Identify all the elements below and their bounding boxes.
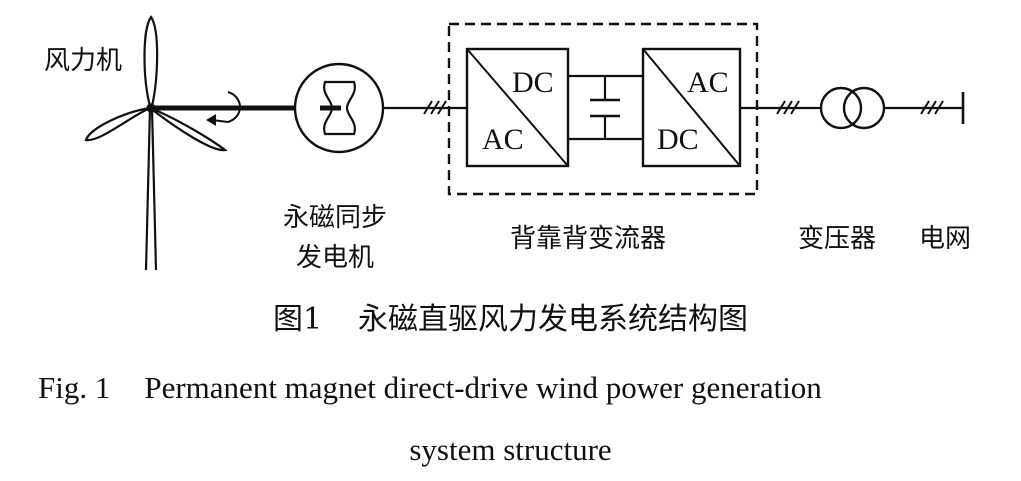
generator-label-line2: 发电机: [296, 243, 375, 273]
turbine-tower-left: [144, 107, 152, 271]
caption-en-number: Fig. 1: [38, 370, 111, 405]
inverter-ac-label: AC: [687, 66, 729, 99]
turbine-tower-right: [150, 107, 158, 271]
rotation-arrow-icon: [211, 91, 241, 124]
caption-cn-title: 永磁直驱风力发电系统结构图: [358, 302, 749, 337]
converter-label: 背靠背变流器: [510, 224, 667, 254]
caption-en-title-line1: Permanent magnet direct-drive wind power…: [144, 370, 822, 405]
transformer-icon: [819, 86, 886, 130]
grid-label: 电网: [919, 224, 972, 254]
rectifier-dc-label: DC: [512, 66, 554, 99]
transformer-label: 变压器: [798, 224, 877, 254]
rotation-arrowhead-icon: [206, 114, 216, 126]
turbine-blade-right: [149, 106, 228, 152]
rectifier-ac-label: AC: [482, 123, 524, 156]
inverter-dc-label: DC: [657, 123, 699, 156]
rectifier-block: DC AC: [465, 47, 570, 168]
system-diagram: DC AC AC DC: [84, 15, 965, 271]
three-phase-marker-2: [776, 100, 800, 115]
dc-link-capacitor-icon: [590, 98, 620, 118]
wind-turbine: [84, 15, 228, 271]
generator-label-line1: 永磁同步: [283, 203, 388, 233]
caption-chinese: 图1 永磁直驱风力发电系统结构图: [0, 305, 1021, 335]
three-phase-marker-3: [920, 100, 944, 115]
caption-cn-number: 图1: [272, 302, 323, 337]
turbine-label: 风力机: [44, 46, 123, 76]
dc-link: [568, 74, 643, 141]
caption-english-line1: Fig. 1 Permanent magnet direct-drive wind…: [38, 372, 822, 403]
pmsg-generator: [293, 62, 385, 154]
three-phase-marker-1: [423, 100, 447, 115]
turbine-blade-left: [84, 106, 151, 142]
inverter-block: AC DC: [641, 47, 742, 168]
turbine-blade-up: [143, 15, 159, 108]
caption-en-title-line2: system structure: [409, 432, 612, 467]
